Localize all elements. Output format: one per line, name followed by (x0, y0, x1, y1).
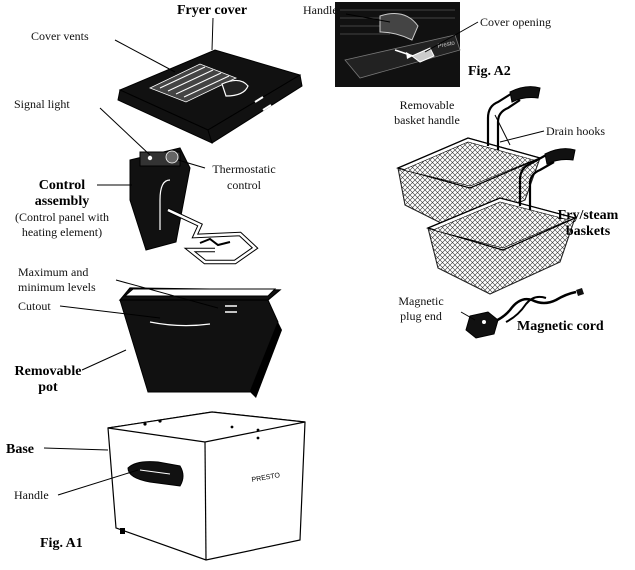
label-control-panel-2: heating element) (22, 225, 102, 239)
inset-brand-text: Presto (437, 40, 456, 50)
label-removable-pot-1: Removable (15, 364, 82, 379)
label-control-panel-1: (Control panel with (15, 210, 109, 224)
label-magnetic-plug-1: Magnetic (398, 294, 443, 308)
label-fig-a2: Fig. A2 (468, 64, 511, 79)
pot-level-marks (225, 305, 237, 313)
label-max-min-1: Maximum and (18, 265, 88, 279)
control-assembly (129, 147, 259, 265)
label-cover-handle: Handle (303, 3, 338, 17)
label-basket-handle-1: Removable (400, 98, 455, 112)
magnetic-plug (465, 311, 499, 339)
label-magnetic-cord: Magnetic cord (517, 319, 604, 334)
base: PRESTO (107, 411, 306, 561)
label-magnetic-plug-2: plug end (400, 309, 442, 323)
signal-light-dot (147, 155, 153, 161)
removable-pot (118, 287, 282, 398)
label-control-assembly-2: assembly (35, 194, 89, 209)
fryer-cover (117, 49, 303, 144)
base-handle (127, 461, 184, 487)
inset-handle-icon (379, 13, 419, 41)
label-fry-steam-1: Fry/steam (558, 208, 619, 223)
label-cover-vents: Cover vents (31, 29, 89, 43)
label-fryer-cover: Fryer cover (177, 3, 247, 18)
fig-a2-inset: Presto (335, 2, 461, 87)
label-max-min-2: minimum levels (18, 280, 96, 294)
label-base: Base (6, 442, 34, 457)
label-removable-pot-2: pot (38, 380, 58, 395)
label-control-assembly-1: Control (39, 178, 86, 193)
pot-cutout-mark (149, 321, 211, 327)
magnetic-cord (465, 288, 584, 339)
basket-handle-grip-2 (544, 148, 576, 165)
fry-steam-baskets (396, 86, 577, 295)
cover-handle-recess (221, 79, 249, 97)
label-drain-hooks: Drain hooks (546, 124, 605, 138)
basket-handle-grip (509, 86, 541, 103)
label-thermostatic-2: control (227, 178, 262, 192)
label-fig-a1: Fig. A1 (40, 536, 83, 551)
label-base-handle: Handle (14, 488, 49, 502)
thermostatic-knob (165, 150, 179, 164)
labels: Fryer cover Cover vents Signal light The… (6, 3, 619, 551)
cover-vents (148, 63, 288, 125)
basket-bottom (426, 148, 577, 295)
label-cutout: Cutout (18, 299, 51, 313)
label-signal-light: Signal light (14, 97, 70, 111)
inset-cover-opening (411, 47, 435, 63)
heating-element (167, 207, 259, 265)
label-thermostatic-1: Thermostatic (212, 162, 275, 176)
label-fry-steam-2: baskets (566, 224, 611, 239)
leader-lines (43, 13, 545, 496)
label-cover-opening: Cover opening (480, 15, 551, 29)
brand-logo: PRESTO (251, 472, 281, 484)
label-basket-handle-2: basket handle (394, 113, 460, 127)
